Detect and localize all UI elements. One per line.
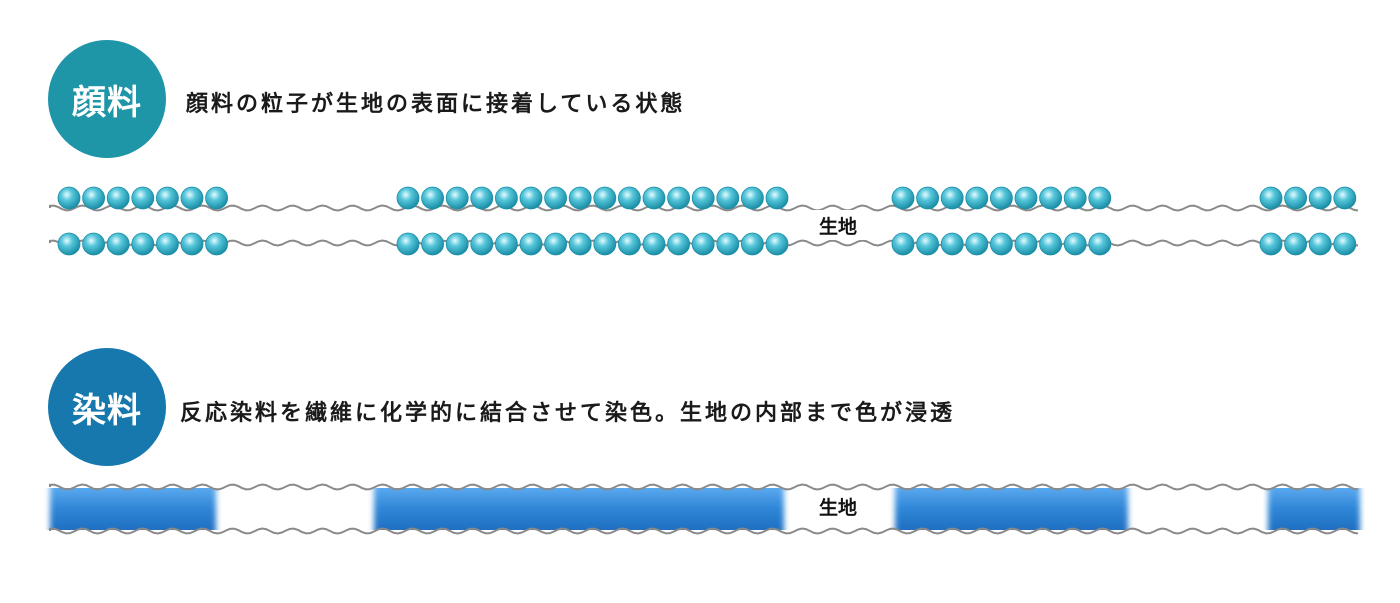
pigment-particle xyxy=(916,232,939,256)
pigment-particle xyxy=(990,232,1013,256)
pigment-particle xyxy=(57,232,81,256)
pigment-particle xyxy=(494,186,518,210)
pigment-particle xyxy=(494,232,518,256)
pigment-particle xyxy=(1088,232,1112,256)
pigment-badge-label: 顔料 xyxy=(72,82,142,123)
pigment-particle xyxy=(891,186,915,210)
pigment-particle xyxy=(131,186,155,210)
pigment-particle xyxy=(568,186,592,210)
pigment-particle xyxy=(940,232,964,256)
pigment-particle xyxy=(1259,232,1283,256)
dyed-segment xyxy=(374,488,784,530)
pigment-particle xyxy=(1308,186,1332,210)
dye-badge-label: 染料 xyxy=(72,390,142,431)
pigment-particle xyxy=(691,186,715,210)
pigment-particle xyxy=(741,186,764,210)
pigment-particle xyxy=(965,186,989,210)
pigment-particle xyxy=(618,232,641,256)
dyed-segment xyxy=(1268,488,1360,530)
dye-description: 反応染料を繊維に化学的に結合させて染色。生地の内部まで色が浸透 xyxy=(180,401,956,426)
pigment-particle xyxy=(155,186,179,210)
pigment-particle xyxy=(940,186,964,210)
pigment-particle xyxy=(765,232,789,256)
pigment-particle xyxy=(1039,232,1062,256)
pigment-particle xyxy=(445,186,469,210)
pigment-particle xyxy=(470,232,494,256)
pigment-particle xyxy=(421,186,445,210)
fabric-label-bg xyxy=(806,210,870,240)
pigment-particle xyxy=(1014,232,1038,256)
dyed-segment xyxy=(50,488,216,530)
pigment-particle xyxy=(519,186,543,210)
pigment-particle xyxy=(131,232,155,256)
pigment-particle xyxy=(205,186,229,210)
pigment-particle xyxy=(544,232,567,256)
pigment-particle xyxy=(396,186,420,210)
pigment-particle xyxy=(82,186,105,210)
pigment-particle xyxy=(618,186,641,210)
fabric-fiber-top xyxy=(49,483,1359,491)
pigment-particle xyxy=(180,186,204,210)
dye-badge: 染料 xyxy=(48,348,166,466)
pigment-particle xyxy=(1333,232,1357,256)
dye-diagram: 生地 xyxy=(49,483,1360,535)
pigment-particle xyxy=(965,232,989,256)
pigment-particle xyxy=(1284,232,1307,256)
pigment-diagram: 生地 xyxy=(49,186,1359,256)
pigment-particle xyxy=(916,186,939,210)
pigment-particle xyxy=(891,232,915,256)
pigment-particle xyxy=(568,232,592,256)
pigment-particle xyxy=(396,232,420,256)
pigment-particle xyxy=(765,186,789,210)
pigment-particle xyxy=(1333,186,1357,210)
pigment-particle xyxy=(421,232,445,256)
fabric-label-bg xyxy=(806,491,870,521)
pigment-particle xyxy=(716,232,740,256)
pigment-particle xyxy=(57,186,81,210)
pigment-particle xyxy=(716,186,740,210)
pigment-particle xyxy=(741,232,764,256)
pigment-particle xyxy=(1259,186,1283,210)
pigment-particle xyxy=(82,232,105,256)
pigment-particle xyxy=(106,232,130,256)
pigment-particle xyxy=(1014,186,1038,210)
pigment-fabric-label: 生地 xyxy=(819,215,857,238)
pigment-particle xyxy=(691,232,715,256)
pigment-description: 顔料の粒子が生地の表面に接着している状態 xyxy=(186,92,686,117)
dye-segments xyxy=(50,488,1360,530)
pigment-particle xyxy=(1063,232,1087,256)
pigment-particle xyxy=(667,232,690,256)
pigment-particle xyxy=(470,186,494,210)
pigment-particle xyxy=(593,232,617,256)
pigment-particle xyxy=(642,186,666,210)
pigment-particles xyxy=(57,186,1357,256)
pigment-particle xyxy=(544,186,567,210)
pigment-particle xyxy=(593,186,617,210)
dye-fabric-label: 生地 xyxy=(819,496,857,519)
pigment-particle xyxy=(180,232,204,256)
pigment-particle xyxy=(155,232,179,256)
pigment-particle xyxy=(445,232,469,256)
pigment-particle xyxy=(642,232,666,256)
pigment-particle xyxy=(990,186,1013,210)
fabric-fiber-top xyxy=(49,204,1359,212)
fabric-fiber-bottom xyxy=(49,527,1359,535)
pigment-particle xyxy=(1063,186,1087,210)
pigment-particle xyxy=(667,186,690,210)
pigment-particle xyxy=(1284,186,1307,210)
pigment-particle xyxy=(1088,186,1112,210)
pigment-particle xyxy=(106,186,130,210)
pigment-particle xyxy=(519,232,543,256)
pigment-particle xyxy=(205,232,229,256)
pigment-particle xyxy=(1308,232,1332,256)
pigment-particle xyxy=(1039,186,1062,210)
dyed-segment xyxy=(895,488,1128,530)
pigment-badge: 顔料 xyxy=(48,40,166,158)
